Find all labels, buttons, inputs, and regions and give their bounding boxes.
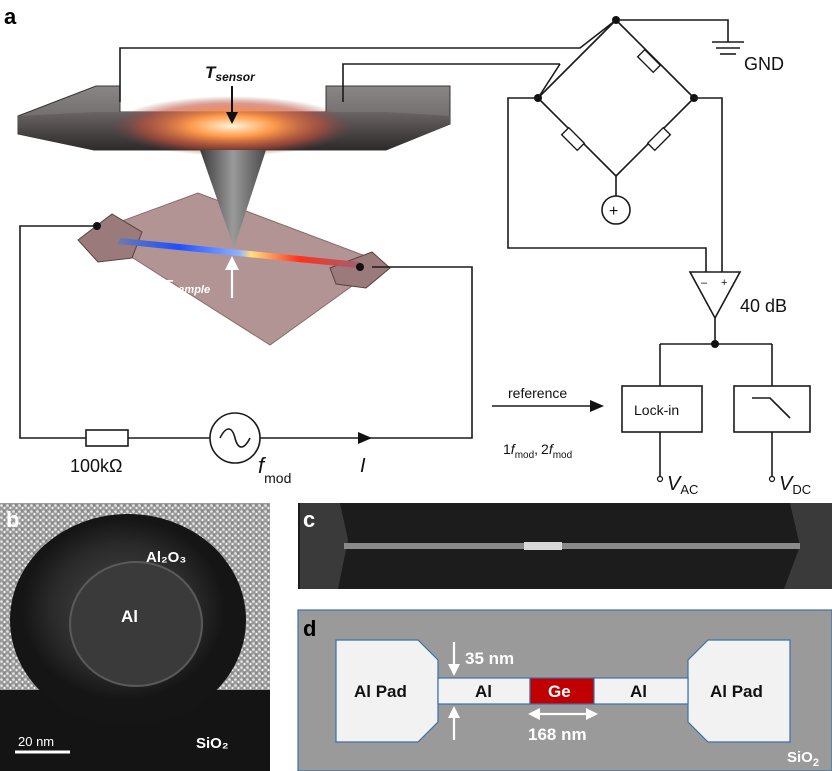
scale-label: 20 nm <box>18 734 54 749</box>
panel-b: b Al₂O₃ Al SiO₂ 20 nm <box>0 503 270 771</box>
lockin-box <box>621 385 703 433</box>
reference-label: reference <box>508 385 567 401</box>
amp-minus: – <box>701 277 708 289</box>
lowpass-box <box>733 385 811 433</box>
al-pad-left <box>335 639 439 743</box>
ge-segment-schematic <box>529 677 595 705</box>
t-sample-label: Tsample <box>163 277 210 296</box>
heat-glow <box>112 96 352 156</box>
pad-left-label: Al Pad <box>354 682 407 701</box>
panel-d: d Al Pad Al Pad Al Ge Al 35 nm 168 nm Si… <box>297 609 832 771</box>
al-core <box>69 561 203 687</box>
al-pad-right <box>687 639 791 743</box>
dc-source <box>601 195 631 225</box>
al-segment-right <box>593 677 689 705</box>
al-label: Al <box>121 607 138 626</box>
probe-tip <box>200 150 266 248</box>
amp-plus: + <box>721 277 727 289</box>
panel-c: c <box>298 503 832 589</box>
panel-a: a Tsensor Tsample <box>4 4 811 497</box>
t-sensor-label: Tsensor <box>205 63 256 84</box>
lowpass-icon <box>752 397 791 419</box>
panel-b-label: b <box>6 507 19 532</box>
al-segment-left <box>437 677 531 705</box>
current-label: I <box>360 455 366 477</box>
current-arrow <box>358 432 372 444</box>
panel-d-label: d <box>303 616 316 641</box>
amplifier <box>659 271 773 386</box>
substrate-label: SiO2 <box>787 749 819 769</box>
al2o3-label: Al₂O₃ <box>146 549 186 566</box>
gnd-label: GND <box>744 54 784 74</box>
amp-gain-label: 40 dB <box>740 296 787 316</box>
panel-a-label: a <box>4 4 17 29</box>
cantilever <box>17 85 451 248</box>
source-plus: + <box>609 203 618 220</box>
resistor-label: 100kΩ <box>70 456 123 476</box>
wheatstone-bridge <box>119 16 744 272</box>
lockin-label: Lock-in <box>634 402 679 418</box>
fmod-label: fmod <box>258 453 291 486</box>
ge-segment <box>524 542 562 550</box>
harmonics-label: 1fmod,2fmod <box>503 441 572 461</box>
heated-nanowire <box>118 238 360 268</box>
sample-circuit <box>19 222 473 464</box>
length-label: 168 nm <box>528 725 587 744</box>
pad-right-label: Al Pad <box>710 682 763 701</box>
resistor <box>85 429 129 447</box>
vac-label: VAC <box>667 473 698 497</box>
ge-label: Ge <box>548 682 571 701</box>
vdc-label: VDC <box>779 473 811 497</box>
sio2-label: SiO₂ <box>196 735 229 752</box>
al-left-label: Al <box>475 682 492 701</box>
thickness-label: 35 nm <box>465 649 514 668</box>
nanowire <box>344 543 800 549</box>
al-right-label: Al <box>630 682 647 701</box>
panel-c-label: c <box>303 507 315 532</box>
